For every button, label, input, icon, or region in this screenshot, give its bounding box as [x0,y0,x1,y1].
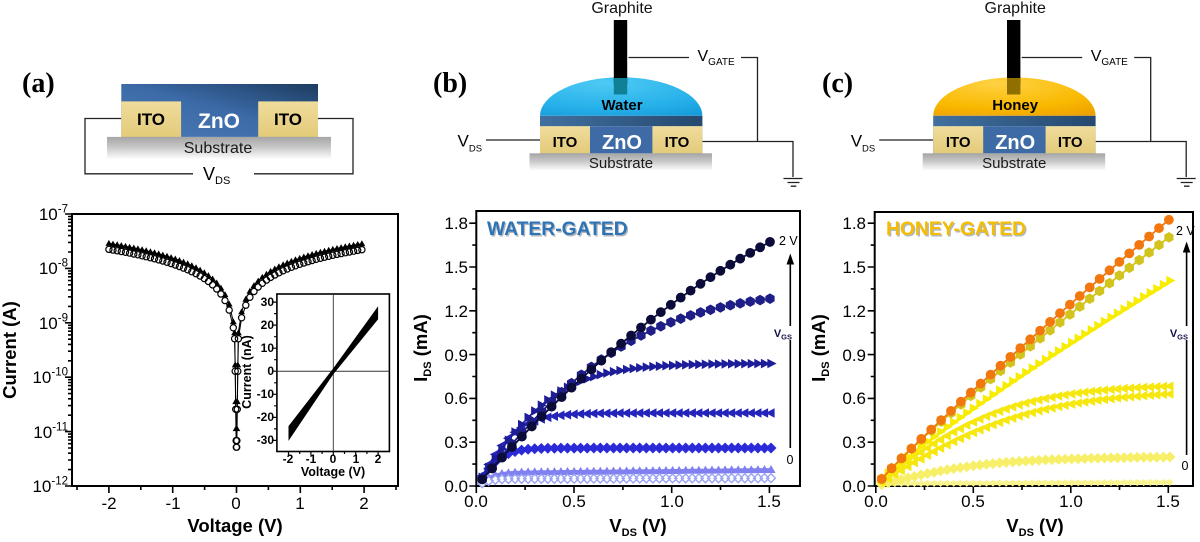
svg-text:20: 20 [261,318,275,332]
svg-text:30: 30 [261,295,275,309]
svg-text:ZnO: ZnO [198,110,240,133]
svg-text:0.0: 0.0 [864,492,888,511]
svg-text:0: 0 [267,364,274,378]
svg-text:ITO: ITO [274,110,302,129]
svg-text:Substrate: Substrate [184,140,253,157]
svg-text:1.2: 1.2 [444,302,468,321]
svg-text:-2: -2 [101,494,116,513]
svg-text:1.5: 1.5 [1156,492,1180,511]
svg-text:(c): (c) [822,68,853,99]
svg-text:0: 0 [330,452,337,466]
svg-text:0: 0 [787,453,794,467]
svg-text:1.8: 1.8 [842,214,866,233]
svg-text:0.5: 0.5 [961,492,985,511]
svg-text:VDS (V): VDS (V) [1006,515,1063,539]
svg-text:0.9: 0.9 [842,346,866,365]
svg-text:VDS (V): VDS (V) [609,515,666,539]
svg-text:ITO: ITO [553,134,578,151]
svg-text:Substrate: Substrate [589,155,653,172]
svg-text:Graphite: Graphite [985,0,1046,17]
svg-text:0: 0 [1182,459,1189,473]
svg-text:ITO: ITO [665,134,690,151]
svg-text:HONEY-GATED: HONEY-GATED [887,220,1027,241]
svg-text:-2: -2 [283,452,294,466]
svg-text:0.0: 0.0 [444,477,468,496]
svg-text:0.6: 0.6 [444,389,468,408]
svg-text:2 V: 2 V [1176,224,1195,238]
svg-text:0.6: 0.6 [842,389,866,408]
svg-text:0.9: 0.9 [444,346,468,365]
svg-text:WATER-GATED: WATER-GATED [488,220,629,241]
svg-text:0.3: 0.3 [842,433,866,452]
svg-text:(b): (b) [433,68,467,99]
svg-text:0.0: 0.0 [842,477,866,496]
svg-text:Voltage (V): Voltage (V) [187,515,282,536]
svg-text:1.8: 1.8 [444,214,468,233]
svg-text:1.2: 1.2 [842,302,866,321]
svg-text:Graphite: Graphite [591,0,652,17]
svg-text:-1: -1 [165,494,180,513]
svg-text:1.0: 1.0 [1059,492,1083,511]
svg-text:1.5: 1.5 [757,492,781,511]
svg-text:ITO: ITO [946,134,971,151]
svg-text:Substrate: Substrate [982,155,1046,172]
svg-text:10: 10 [261,341,275,355]
svg-text:WATER-GATED: WATER-GATED [487,219,628,240]
svg-text:1: 1 [353,452,360,466]
svg-text:Current (A): Current (A) [0,301,20,399]
svg-text:-1: -1 [306,452,317,466]
svg-text:2: 2 [359,494,368,513]
svg-text:0: 0 [231,494,240,513]
svg-text:2 V: 2 V [779,234,798,248]
svg-text:Water: Water [601,97,642,114]
svg-text:Current (nA): Current (nA) [240,335,254,409]
svg-text:ZnO: ZnO [995,132,1035,154]
svg-text:0.0: 0.0 [464,492,488,511]
svg-text:1: 1 [295,494,304,513]
svg-text:ITO: ITO [1058,134,1083,151]
svg-text:2: 2 [375,452,382,466]
svg-text:HONEY-GATED: HONEY-GATED [886,219,1026,240]
svg-text:1.5: 1.5 [444,258,468,277]
svg-text:Honey: Honey [992,97,1039,114]
svg-text:Voltage (V): Voltage (V) [301,465,365,479]
svg-text:0.3: 0.3 [444,433,468,452]
svg-text:1.5: 1.5 [842,258,866,277]
svg-text:(a): (a) [22,68,55,99]
svg-text:-10: -10 [257,387,275,401]
svg-text:1.0: 1.0 [660,492,684,511]
svg-text:-30: -30 [257,433,275,447]
svg-text:-20: -20 [257,410,275,424]
svg-text:ITO: ITO [137,110,165,129]
svg-text:ZnO: ZnO [602,132,642,154]
svg-text:0.5: 0.5 [562,492,586,511]
